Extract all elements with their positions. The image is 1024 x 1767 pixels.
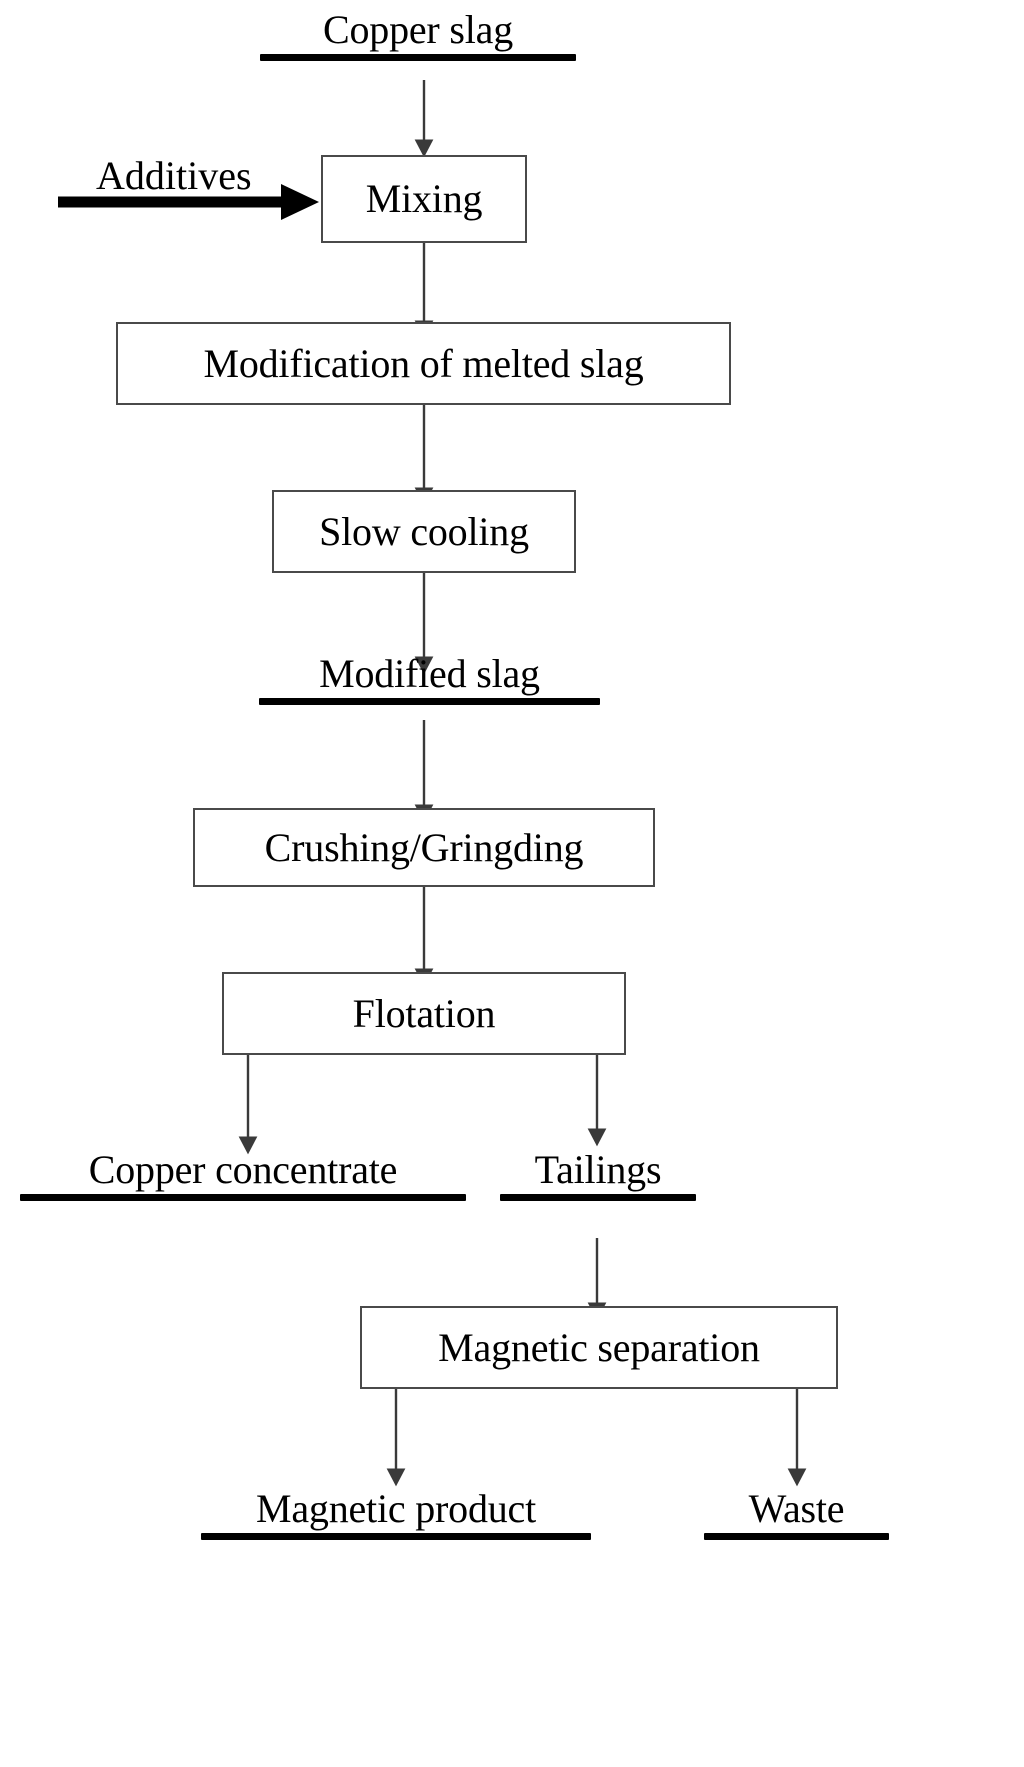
process-box-mixing[interactable]: Mixing [321, 155, 527, 243]
stream-copper-concentrate-rule [20, 1194, 466, 1202]
stream-tailings-label: Tailings [534, 1147, 662, 1192]
stream-copper-concentrate: Copper concentrate [20, 1147, 466, 1202]
stream-magnetic-product: Magnetic product [201, 1486, 591, 1541]
stream-waste-label: Waste [748, 1486, 845, 1531]
stream-tailings: Tailings [500, 1147, 696, 1202]
stream-waste-rule [704, 1533, 889, 1541]
stream-modified-slag-label: Modified slag [319, 651, 540, 696]
connector-additives-to-mixing [58, 184, 319, 220]
process-label-slow-cooling: Slow cooling [319, 508, 529, 554]
stream-additives-label: Additives [96, 153, 252, 198]
stream-magnetic-product-label: Magnetic product [255, 1486, 537, 1531]
process-box-crushing[interactable]: Crushing/Gringding [193, 808, 655, 887]
stream-copper-concentrate-label: Copper concentrate [88, 1147, 398, 1192]
stream-tailings-rule [500, 1194, 696, 1202]
stream-copper-slag-label: Copper slag [323, 7, 513, 52]
stream-modified-slag-rule [259, 698, 600, 706]
process-box-slow-cooling[interactable]: Slow cooling [272, 490, 576, 573]
process-label-mixing: Mixing [365, 176, 483, 221]
stream-waste: Waste [704, 1486, 889, 1541]
process-box-flotation[interactable]: Flotation [222, 972, 626, 1055]
process-label-magnetic-separation: Magnetic separation [438, 1324, 760, 1370]
stream-magnetic-product-rule [201, 1533, 591, 1541]
process-box-magnetic-separation[interactable]: Magnetic separation [360, 1306, 838, 1389]
stream-copper-slag: Copper slag [260, 7, 576, 62]
stream-modified-slag: Modified slag [259, 651, 600, 706]
process-label-flotation: Flotation [352, 990, 496, 1036]
process-label-crushing: Crushing/Gringding [264, 824, 584, 870]
stream-copper-slag-rule [260, 54, 576, 62]
process-label-modification: Modification of melted slag [203, 340, 644, 386]
process-box-modification[interactable]: Modification of melted slag [116, 322, 731, 405]
